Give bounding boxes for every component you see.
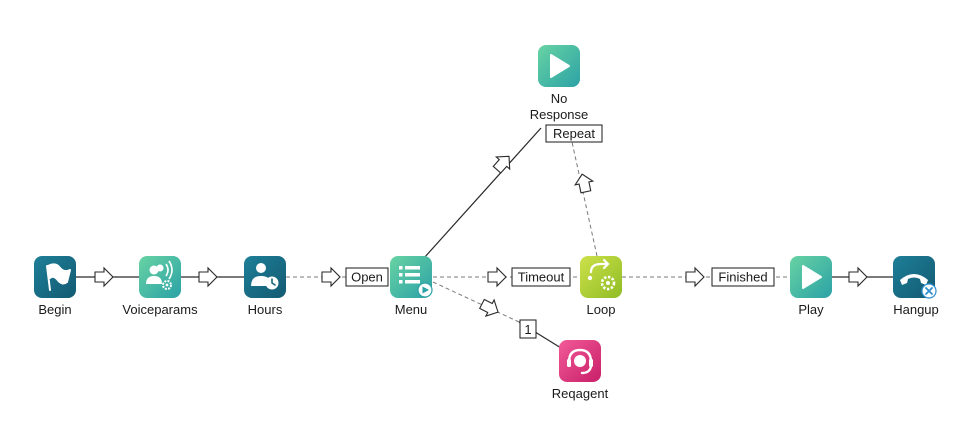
edge-label-open: Open bbox=[351, 270, 383, 285]
node-label-menu: Menu bbox=[395, 302, 428, 317]
play-icon bbox=[802, 265, 822, 289]
edge-label-one: 1 bbox=[524, 322, 531, 337]
node-hangup[interactable]: Hangup bbox=[893, 256, 939, 317]
edge-arrow-icon bbox=[848, 266, 868, 288]
edge-begin-voiceparams[interactable] bbox=[76, 266, 139, 288]
edge-menu-noresponse[interactable] bbox=[423, 127, 542, 259]
gear-icon bbox=[600, 275, 616, 291]
edge-arrow-icon bbox=[321, 266, 341, 288]
edge-label-box bbox=[345, 267, 389, 287]
edge-play-hangup[interactable] bbox=[832, 266, 893, 288]
node-label-voiceparams: Voiceparams bbox=[122, 302, 198, 317]
play-badge-icon bbox=[417, 282, 433, 298]
node-play[interactable]: Play bbox=[790, 256, 832, 317]
edge-arrow-icon bbox=[574, 173, 595, 194]
phone-hangup-icon bbox=[900, 274, 928, 285]
user-clock-icon bbox=[251, 263, 279, 290]
edge-label-box bbox=[711, 267, 775, 287]
edge-label-timeout: Timeout bbox=[518, 270, 565, 285]
edge-menu-reqagent-1[interactable]: 1 bbox=[432, 281, 562, 349]
edge-menu-loop-timeout[interactable]: Timeout bbox=[433, 266, 580, 288]
edge-label-box bbox=[545, 124, 603, 143]
node-label-reqagent: Reqagent bbox=[552, 386, 609, 401]
node-label-loop: Loop bbox=[587, 302, 616, 317]
flag-icon bbox=[46, 263, 71, 291]
edge-label-box bbox=[511, 267, 571, 287]
node-begin[interactable]: Begin bbox=[34, 256, 76, 317]
node-label-noresponse-line1: No bbox=[551, 91, 568, 106]
edge-label-repeat: Repeat bbox=[553, 126, 595, 141]
edge-arrow-icon bbox=[94, 266, 114, 288]
headset-icon bbox=[567, 348, 593, 375]
edge-label-box bbox=[519, 319, 537, 339]
node-voiceparams[interactable]: Voiceparams bbox=[122, 256, 198, 317]
node-label-play: Play bbox=[798, 302, 824, 317]
voice-settings-icon bbox=[146, 260, 173, 290]
edge-loop-noresponse-repeat[interactable]: Repeat bbox=[545, 124, 603, 257]
edge-arrow-icon bbox=[685, 266, 705, 288]
play-icon bbox=[550, 54, 570, 78]
loop-settings-icon bbox=[587, 258, 610, 281]
edge-hours-menu-open[interactable]: Open bbox=[286, 266, 390, 288]
edge-arrow-icon bbox=[198, 266, 218, 288]
node-label-begin: Begin bbox=[38, 302, 71, 317]
edge-arrow-icon bbox=[487, 266, 507, 288]
edge-arrow-icon bbox=[492, 155, 511, 174]
node-noresponse[interactable]: No Response bbox=[530, 45, 589, 122]
node-hours[interactable]: Hours bbox=[244, 256, 286, 317]
list-icon bbox=[399, 266, 420, 284]
node-reqagent[interactable]: Reqagent bbox=[552, 340, 609, 401]
node-label-hangup: Hangup bbox=[893, 302, 939, 317]
node-menu[interactable]: Menu bbox=[390, 256, 433, 317]
edge-label-finished: Finished bbox=[718, 270, 767, 285]
close-badge-icon bbox=[921, 283, 937, 299]
node-loop[interactable]: Loop bbox=[580, 256, 622, 317]
edge-voiceparams-hours[interactable] bbox=[181, 266, 244, 288]
node-label-hours: Hours bbox=[248, 302, 283, 317]
node-label-noresponse-line2: Response bbox=[530, 107, 589, 122]
edge-loop-play-finished[interactable]: Finished bbox=[622, 266, 790, 288]
edge-arrow-icon bbox=[478, 298, 499, 317]
